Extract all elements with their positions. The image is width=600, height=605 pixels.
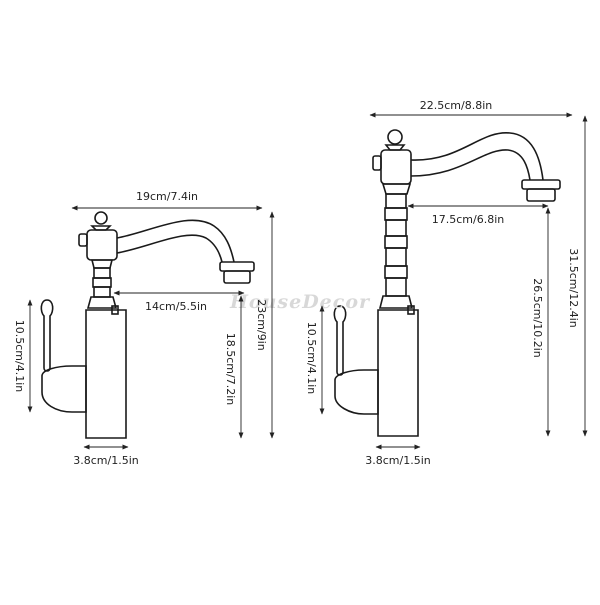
dim-tall-base-diameter: 3.8cm/1.5in <box>365 454 431 467</box>
dim-short-handle-height: 10.5cm/4.1in <box>13 320 26 393</box>
dim-tall-total-height: 31.5cm/12.4in <box>567 248 580 328</box>
faucet-tall-drawing <box>333 129 561 437</box>
dim-tall-spout-inner: 17.5cm/6.8in <box>432 213 505 226</box>
dimensions-tall: 22.5cm/8.8in 17.5cm/6.8in 31.5cm/12.4in … <box>305 99 588 467</box>
dim-tall-spout-height: 26.5cm/10.2in <box>531 278 544 358</box>
dim-short-spout-height: 18.5cm/7.2in <box>224 333 237 406</box>
dimensions-short: 19cm/7.4in 14cm/5.5in 23cm/9in 18.5cm/7.… <box>13 190 275 467</box>
faucet-short-drawing <box>40 211 255 439</box>
dim-short-base-diameter: 3.8cm/1.5in <box>73 454 139 467</box>
dim-short-spout-reach: 19cm/7.4in <box>136 190 198 203</box>
dim-tall-handle-height: 10.5cm/4.1in <box>305 322 318 395</box>
dim-short-spout-inner: 14cm/5.5in <box>145 300 207 313</box>
dim-tall-spout-reach: 22.5cm/8.8in <box>420 99 493 112</box>
dim-short-total-height: 23cm/9in <box>255 299 268 351</box>
watermark-text: HouseDecor <box>229 291 371 313</box>
